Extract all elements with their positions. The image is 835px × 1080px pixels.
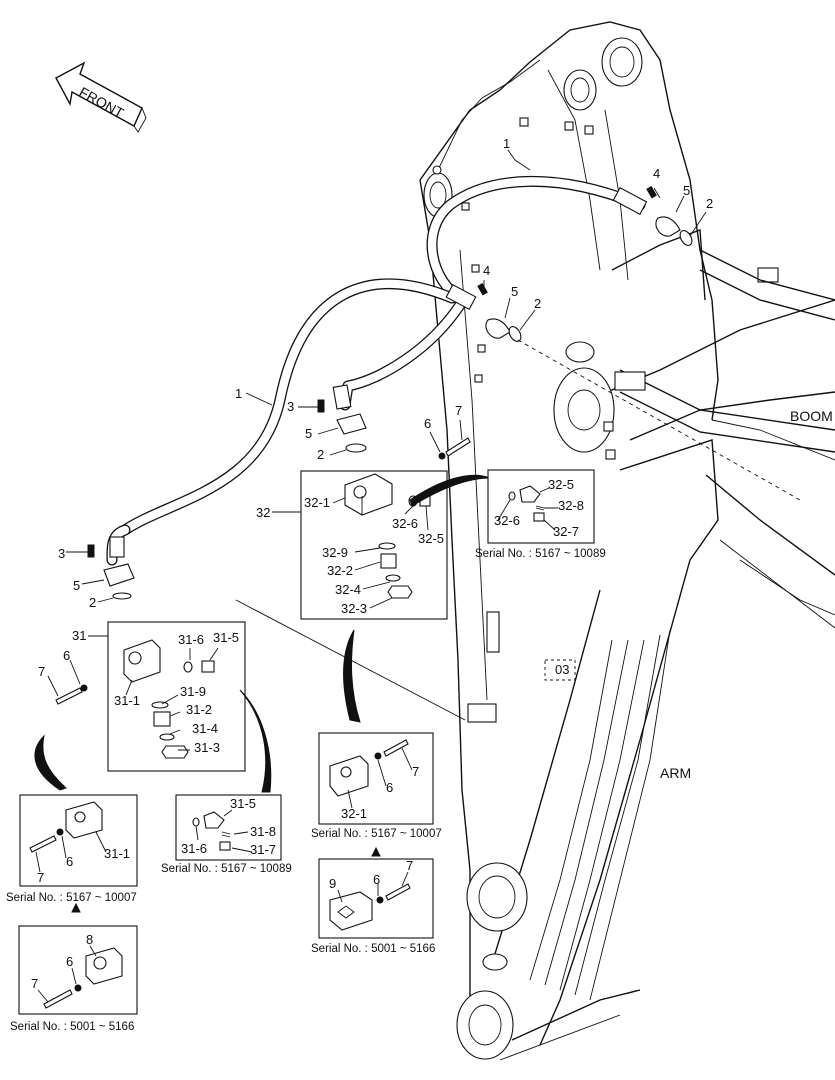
- callout-oring-upper: 2: [317, 447, 324, 462]
- callout-clamp-mid: 5: [511, 284, 518, 299]
- group-31-box: 31 31-6 31-5 31-1 31-9 31-2 31-4 31-3 7 …: [34, 599, 466, 793]
- serial-32-mid: Serial No. : 5167 ~ 10007: [311, 828, 442, 840]
- callout-m32-1: 32-1: [341, 806, 367, 821]
- serial-31-right: Serial No. : 5167 ~ 10089: [161, 863, 292, 875]
- callout-bolt-mid: 4: [483, 263, 490, 278]
- callout-hose-left: 1: [235, 386, 242, 401]
- callout-group32: 32: [256, 505, 270, 520]
- callout-e31-7: 7: [31, 976, 38, 991]
- callout-p31-3: 31-3: [194, 740, 220, 755]
- callout-p32-6: 32-6: [392, 516, 418, 531]
- callout-clamp-top: 5: [683, 183, 690, 198]
- callout-b31-7: 7: [37, 870, 44, 885]
- callout-washer-31: 6: [63, 648, 70, 663]
- callout-oring-lower: 2: [89, 595, 96, 610]
- callout-p32-4: 32-4: [335, 582, 361, 597]
- mid-clamp-group: 4 5 2: [477, 263, 801, 501]
- detail-32-box: 32-5 32-8 32-6 32-7 Serial No. : 5167 ~ …: [475, 469, 606, 560]
- callout-p31-5: 31-5: [213, 630, 239, 645]
- svg-text:03: 03: [555, 662, 569, 677]
- callout-clamp-upper: 5: [305, 426, 312, 441]
- callout-d32-6: 32-6: [494, 513, 520, 528]
- detail-31-box-b: 31-5 31-6 31-8 31-7 Serial No. : 5167 ~ …: [161, 794, 292, 875]
- callout-m32-6: 6: [386, 780, 393, 795]
- callout-group31: 31: [72, 628, 86, 643]
- callout-b31-1: 31-1: [104, 846, 130, 861]
- callout-hose-top: 1: [503, 136, 510, 151]
- callout-p32-5: 32-5: [418, 531, 444, 546]
- detail-31-box-c: 8 6 7 Serial No. : 5001 ~ 5166: [10, 925, 138, 1033]
- callout-clamp-lower: 5: [73, 578, 80, 593]
- callout-oring-mid: 2: [534, 296, 541, 311]
- upper-fitting-group: 3 5 2 7 6 1: [235, 386, 471, 462]
- callout-c31-8: 31-8: [250, 824, 276, 839]
- callout-b31-6: 6: [66, 854, 73, 869]
- serial-31-left: Serial No. : 5167 ~ 10007: [6, 892, 137, 904]
- serial-32-box: Serial No. : 5167 ~ 10089: [475, 548, 606, 560]
- front-label: FRONT: [77, 84, 127, 122]
- callout-bolt-upper: 3: [287, 399, 294, 414]
- callout-p31-9: 31-9: [180, 684, 206, 699]
- arm-structure: 03: [456, 439, 719, 1061]
- callout-m32-7: 7: [412, 764, 419, 779]
- arm-label: ARM: [660, 765, 691, 781]
- callout-p32-9: 32-9: [322, 545, 348, 560]
- callout-screw-31: 7: [38, 664, 45, 679]
- detail-31-box-a: 31-1 6 7 Serial No. : 5167 ~ 10007: [6, 794, 138, 913]
- callout-p31-6: 31-6: [178, 632, 204, 647]
- callout-c31-5: 31-5: [230, 796, 256, 811]
- callout-p31-1: 31-1: [114, 693, 140, 708]
- callout-p32-3: 32-3: [341, 601, 367, 616]
- callout-d32-8: 32-8: [558, 498, 584, 513]
- callout-c31-7: 31-7: [250, 842, 276, 857]
- callout-p31-2: 31-2: [186, 702, 212, 717]
- callout-n32-7: 7: [406, 858, 413, 873]
- boom-structure: [419, 21, 835, 791]
- callout-bolt-lower: 3: [58, 546, 65, 561]
- detail-32-box-old: 9 6 7 Serial No. : 5001 ~ 5166: [311, 858, 435, 955]
- callout-bolt-top: 4: [653, 166, 660, 181]
- callout-e31-6: 6: [66, 954, 73, 969]
- serial-32-old: Serial No. : 5001 ~ 5166: [311, 943, 435, 955]
- callout-n32-9: 9: [329, 876, 336, 891]
- callout-p32-2: 32-2: [327, 563, 353, 578]
- callout-washer-upper: 6: [424, 416, 431, 431]
- serial-31-old: Serial No. : 5001 ~ 5166: [10, 1021, 134, 1033]
- top-clamp-group: 4 5 2 1: [503, 136, 713, 246]
- group-32-box: 32 32-1 32-6 32-5 32-9 32-2 32-4 32-3: [256, 470, 491, 723]
- hydraulic-hoses: [106, 175, 648, 566]
- callout-n32-6: 6: [373, 872, 380, 887]
- front-arrow-icon: FRONT: [55, 61, 147, 133]
- callout-oring-top: 2: [706, 196, 713, 211]
- boom-label: BOOM: [790, 408, 833, 424]
- callout-d32-7: 32-7: [553, 524, 579, 539]
- callout-e31-8: 8: [86, 932, 93, 947]
- lower-fitting-group: 3 5 2: [58, 544, 135, 610]
- callout-p31-4: 31-4: [192, 721, 218, 736]
- detail-32-box-mid: 7 6 32-1 Serial No. : 5167 ~ 10007: [311, 732, 442, 857]
- callout-screw-upper: 7: [455, 403, 462, 418]
- callout-c31-6: 31-6: [181, 841, 207, 856]
- callout-d32-5: 32-5: [548, 477, 574, 492]
- callout-p32-1: 32-1: [304, 495, 330, 510]
